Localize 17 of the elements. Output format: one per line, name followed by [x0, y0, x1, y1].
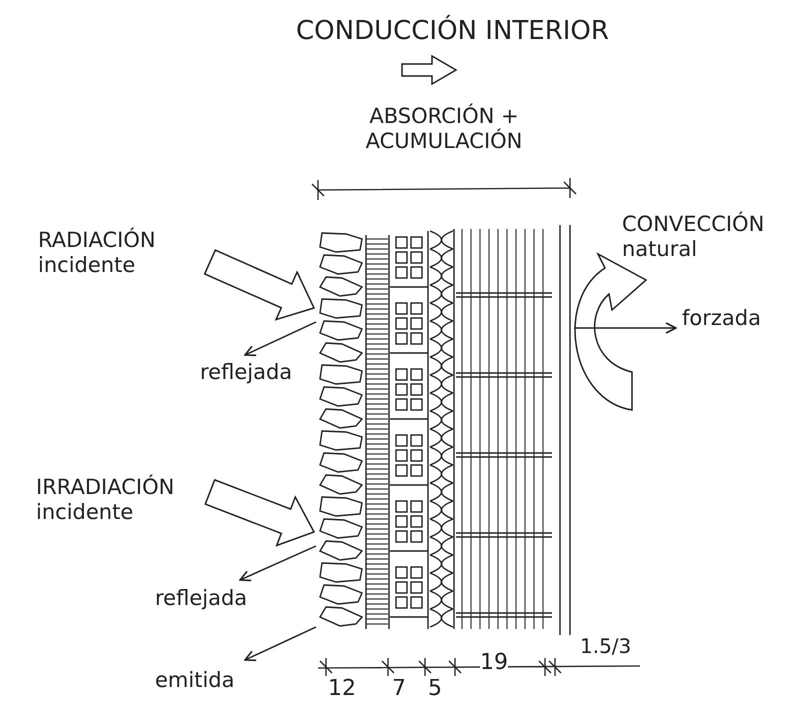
- convection-label: CONVECCIÓN natural: [622, 212, 792, 262]
- block-arrow: [204, 478, 316, 547]
- dimension-value: 1.5/3: [580, 634, 632, 658]
- reflected-label: reflejada: [200, 360, 310, 386]
- dimension-value: 12: [328, 676, 356, 702]
- irradiation-label: IRRADIACIÓN incidente: [36, 475, 226, 526]
- arrow: [244, 626, 316, 662]
- block-arrow: [204, 249, 316, 321]
- arrow: [244, 321, 316, 356]
- heading-text: CONDUCCIÓN INTERIOR: [296, 16, 609, 48]
- arrow: [239, 545, 316, 582]
- reflected-label: reflejada: [155, 586, 265, 612]
- forced-label: forzada: [682, 306, 782, 332]
- radiation-label: RADIACIÓN incidente: [38, 228, 208, 278]
- dimension-value: 7: [392, 676, 406, 702]
- emitted-label: emitida: [155, 668, 265, 694]
- dimension-value: 5: [428, 676, 442, 702]
